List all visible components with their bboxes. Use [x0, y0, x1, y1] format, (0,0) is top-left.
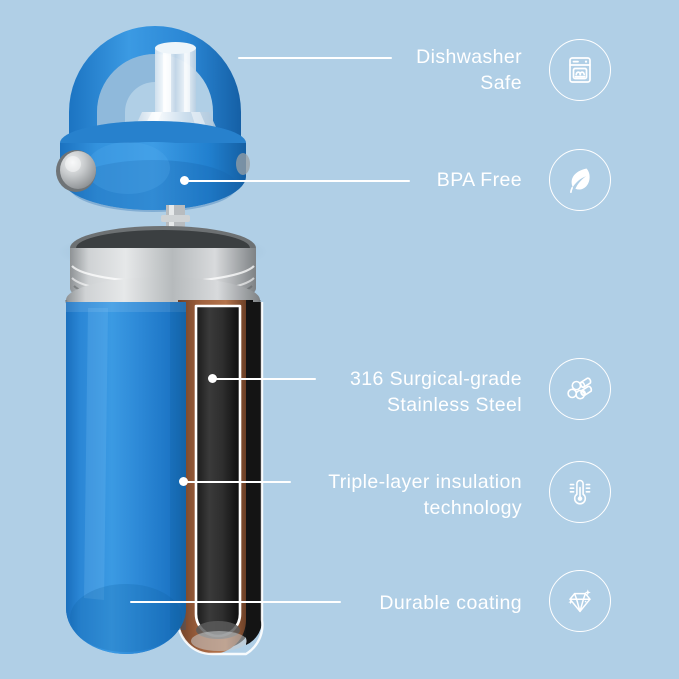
callout-label-durable-coating: Durable coating [379, 592, 522, 614]
lid-stem [161, 205, 190, 244]
lid-top [60, 121, 246, 165]
leader-line-durable-coating [130, 601, 341, 603]
leader-line-stainless-steel [216, 378, 316, 380]
badge-dishwasher-safe [549, 39, 611, 101]
dishwasher-icon [569, 57, 591, 83]
badge-triple-layer-insulation [549, 461, 611, 523]
push-button-right [236, 153, 250, 175]
bottle-lid-assembly [56, 26, 250, 244]
badge-durable-coating [549, 570, 611, 632]
callout-label-stainless-steel: 316 Surgical-grade Stainless Steel [350, 368, 522, 416]
thermometer-icon [569, 479, 591, 505]
leader-line-bpa-free [188, 180, 410, 182]
straw-spout [128, 42, 223, 149]
leader-line-triple-layer-insulation [187, 481, 291, 483]
leader-dot-bpa-free [180, 176, 189, 185]
inner-stainless-chamber [196, 300, 253, 648]
callout-label-bpa-free: BPA Free [436, 169, 522, 191]
badge-bpa-free [549, 149, 611, 211]
leader-dot-stainless-steel [208, 374, 217, 383]
push-button-left [56, 150, 96, 192]
leader-line-dishwasher-safe [238, 57, 392, 59]
leader-dot-triple-layer-insulation [179, 477, 188, 486]
steel-tubes-icon [567, 377, 593, 400]
threaded-neck [65, 226, 261, 324]
carry-handle [69, 26, 241, 175]
callout-label-triple-layer-insulation: Triple-layer insulation technology [328, 471, 522, 519]
lid-cap-body [60, 143, 246, 210]
bottle-body [58, 226, 268, 656]
leaf-icon [570, 168, 590, 194]
callout-label-dishwasher-safe: Dishwasher Safe [416, 46, 522, 94]
badge-stainless-steel [549, 358, 611, 420]
diamond-icon [568, 589, 591, 613]
